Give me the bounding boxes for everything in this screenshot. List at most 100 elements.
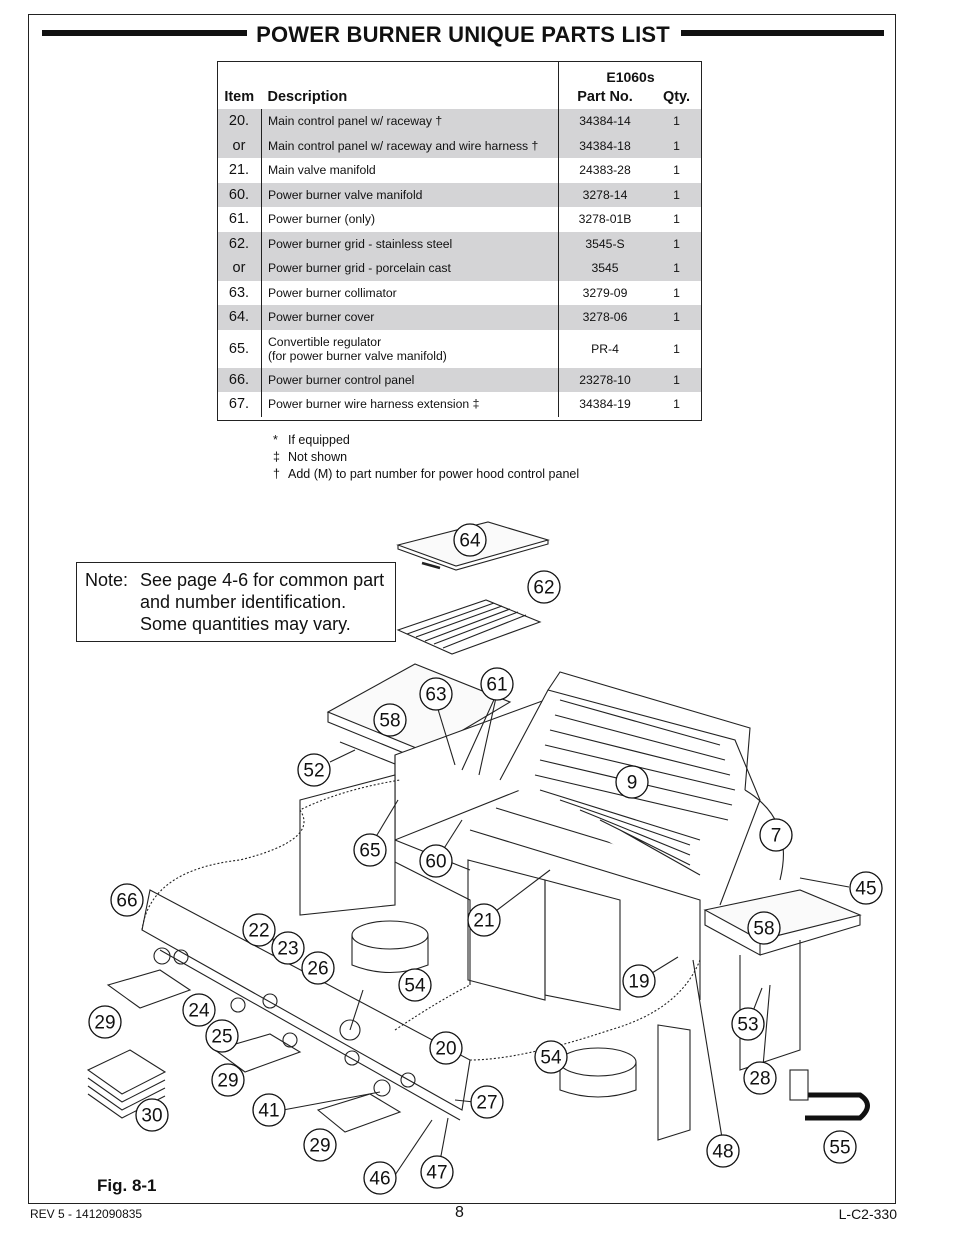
callout-20: 20	[429, 1031, 463, 1065]
callout-circle	[242, 913, 276, 947]
part-number-cell: 3545	[558, 256, 651, 281]
item-column-header: Item	[224, 89, 255, 105]
description-cell: Power burner cover	[261, 305, 559, 330]
callout-number: 61	[486, 675, 507, 696]
callout-19: 19	[622, 964, 656, 998]
callout-54: 54	[398, 968, 432, 1002]
callout-number: 65	[359, 841, 380, 862]
description-line: (for power burner valve manifold)	[268, 348, 447, 363]
part-number-cell: 34384-18	[558, 133, 651, 158]
description-cell: Power burner grid - stainless steel	[261, 231, 559, 256]
callout-circle	[429, 1031, 463, 1065]
callout-62: 62	[527, 570, 561, 604]
callout-number: 54	[404, 976, 426, 997]
callout-number: 28	[749, 1069, 770, 1090]
callout-circle	[110, 883, 144, 917]
grill-body-drawing	[86, 671, 870, 1141]
callout-circle	[297, 753, 331, 787]
callout-number: 26	[307, 959, 328, 980]
qty-cell: 1	[673, 285, 680, 300]
callout-number: 27	[476, 1093, 497, 1114]
callout-number: 64	[459, 531, 481, 552]
callout-number: 54	[540, 1048, 562, 1069]
callout-circle	[849, 871, 883, 905]
callout-number: 9	[627, 773, 638, 794]
callout-number: 22	[248, 921, 269, 942]
callout-9: 9	[615, 765, 649, 799]
description-cell: Power burner grid - porcelain cast	[261, 256, 559, 281]
footnote-symbol: *	[273, 433, 278, 447]
table-row: 20.Main control panel w/ raceway †34384-…	[217, 109, 702, 134]
callout-circle	[622, 964, 656, 998]
table-row: 65.Convertible regulator(for power burne…	[217, 329, 702, 368]
callout-circle	[303, 1128, 337, 1162]
footnote: * If equipped	[273, 432, 579, 449]
note-label: Note:	[85, 570, 129, 590]
part-number-cell: 3278-14	[558, 182, 651, 207]
callout-circle	[205, 1019, 239, 1053]
footnotes: *If equipped ‡Not shown †Add (M) to part…	[273, 432, 579, 483]
footnote-text: If equipped	[288, 433, 350, 447]
callout-circle	[182, 993, 216, 1027]
table-header-model-row: E1060s	[217, 61, 702, 85]
description-cell: Power burner wire harness extension ‡	[268, 397, 480, 412]
callout-circle	[252, 1093, 286, 1127]
callout-number: 45	[855, 879, 876, 900]
table-row: 67.Power burner wire harness extension ‡…	[217, 392, 702, 417]
figure-label: Fig. 8-1	[97, 1176, 157, 1195]
note-box: Note: See page 4-6 for common part and n…	[76, 562, 396, 642]
callout-circle	[467, 903, 501, 937]
footnote-text: Not shown	[288, 450, 348, 464]
callout-41: 41	[252, 1093, 286, 1127]
callout-29: 29	[88, 1005, 122, 1039]
callout-circle	[823, 1130, 857, 1164]
qty-cell: 1	[673, 397, 680, 412]
callout-circle	[759, 818, 793, 852]
callout-number: 52	[303, 761, 324, 782]
description-cell: Power burner valve manifold	[261, 182, 559, 207]
qty-cell: 1	[651, 305, 702, 330]
part-number-cell: 3278-01B	[558, 207, 651, 232]
title-block: POWER BURNER UNIQUE PARTS LIST	[42, 20, 884, 52]
description-cell: Power burner control panel	[261, 367, 559, 392]
note-text: See page 4-6 for common part and number …	[140, 570, 385, 634]
qty-cell: 1	[673, 212, 680, 227]
qty-cell: 1	[673, 163, 680, 178]
table-header-row: Item Description Part No. Qty.	[217, 85, 702, 109]
callout-number: 55	[829, 1138, 850, 1159]
left-side-shelf	[326, 663, 512, 753]
callout-30: 30	[135, 1098, 169, 1132]
callout-circle	[88, 1005, 122, 1039]
document-code: L-C2-330	[838, 1206, 897, 1222]
page-title: POWER BURNER UNIQUE PARTS LIST	[256, 22, 670, 47]
callout-58: 58	[373, 703, 407, 737]
qty-cell: 1	[651, 182, 702, 207]
item-cell: 65.	[217, 329, 262, 368]
callout-53: 53	[731, 1007, 765, 1041]
callout-61: 61	[480, 667, 514, 701]
callout-58: 58	[747, 911, 781, 945]
description-cell: Power burner collimator	[268, 285, 397, 300]
revision-label: REV 5 - 1412090835	[30, 1207, 143, 1221]
footnote: †Add (M) to part number for power hood c…	[273, 466, 579, 483]
qty-cell: 1	[651, 133, 702, 158]
callout-circle	[353, 833, 387, 867]
part-number-cell: 3545-S	[558, 231, 651, 256]
qty-cell: 1	[651, 256, 702, 281]
callout-52: 52	[297, 753, 331, 787]
item-cell: 20.	[217, 109, 262, 134]
callout-circle	[271, 931, 305, 965]
callout-25: 25	[205, 1019, 239, 1053]
qty-cell: 1	[673, 341, 680, 356]
footnote-text: Add (M) to part number for power hood co…	[288, 467, 580, 481]
callout-number: 58	[379, 711, 400, 732]
parts-table-body: 20.Main control panel w/ raceway †34384-…	[217, 109, 702, 417]
description-cell: Main control panel w/ raceway †	[261, 109, 559, 134]
part-number-cell: 24383-28	[558, 158, 651, 183]
callout-46: 46	[363, 1161, 397, 1195]
callout-number: 23	[277, 939, 298, 960]
